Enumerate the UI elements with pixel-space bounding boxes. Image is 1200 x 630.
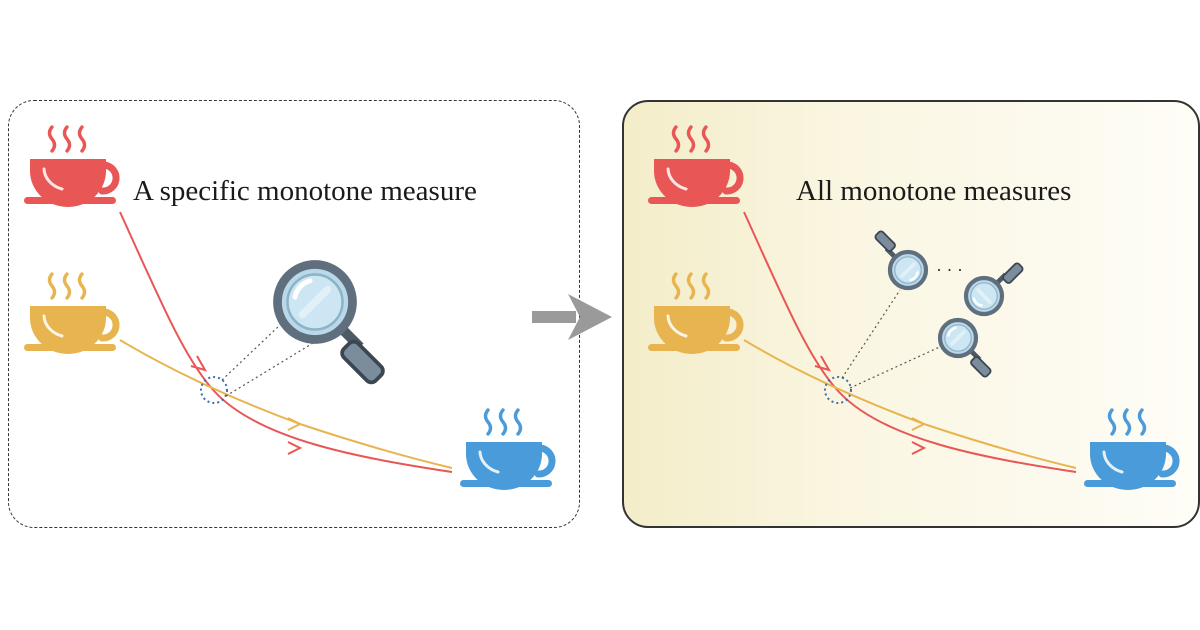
zoom-connector-2 [849,344,945,389]
focus-region [824,376,852,404]
hot-cup-icon [648,127,740,207]
hot-arrowhead [814,355,832,372]
warm-trajectory [743,339,1077,469]
warm-arrowhead [911,417,927,431]
warm-cup-icon [648,274,740,354]
zoom-connector-2 [225,339,319,397]
warm-cup-icon [24,274,116,354]
right-panel-title: All monotone measures [796,175,1071,207]
cool-cup-icon [460,410,552,490]
magnifier-icon [940,320,992,378]
hot-trajectory [743,211,1077,473]
zoom-connector-1 [841,289,901,379]
ellipsis: · · · [936,260,963,280]
arrow-right-icon [532,294,612,340]
warm-arrowhead [287,417,303,431]
hot-arrowhead-2 [287,441,303,455]
left-diagram: A specific monotone measure [24,127,552,490]
hot-cup-icon [24,127,116,207]
magnifier-icon [874,230,926,288]
right-diagram: · · · All monotone measures [648,127,1176,490]
focus-region [200,376,228,404]
hot-trajectory [119,211,453,473]
hot-arrowhead [190,355,208,372]
magnifier-icon [278,265,386,385]
left-panel-title: A specific monotone measure [133,175,477,207]
magnifier-icon [966,262,1024,314]
cool-cup-icon [1084,410,1176,490]
hot-arrowhead-2 [911,441,927,455]
